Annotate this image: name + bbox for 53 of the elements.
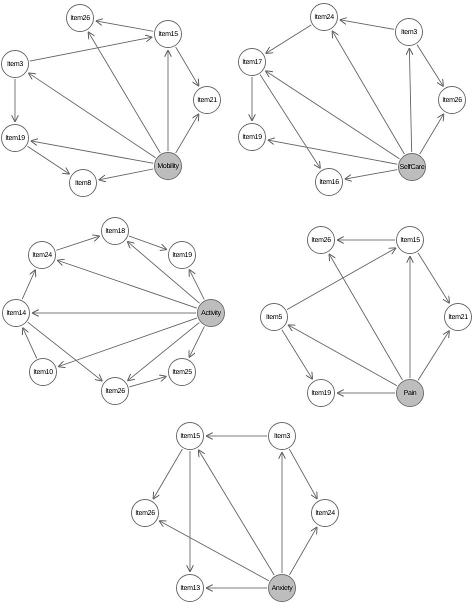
arrow — [406, 255, 414, 378]
arrow — [344, 169, 398, 182]
arrow — [328, 253, 403, 381]
arrow — [339, 17, 395, 30]
arrow — [186, 450, 194, 573]
arrow — [287, 324, 398, 386]
arrow — [56, 258, 198, 309]
arrow — [175, 113, 200, 154]
arrow — [332, 30, 405, 155]
arrow — [416, 44, 444, 87]
arrow — [58, 317, 198, 368]
arrow — [264, 70, 400, 160]
arrow — [248, 76, 256, 122]
arrow — [405, 47, 414, 152]
arrow — [27, 322, 103, 382]
arrow — [10, 78, 20, 123]
arrow — [126, 322, 200, 382]
arrow — [56, 234, 100, 251]
arrow — [98, 168, 154, 182]
arrow — [30, 138, 154, 164]
arrow — [286, 247, 397, 310]
arrow — [198, 449, 275, 576]
arrow — [336, 388, 396, 398]
arrow — [126, 240, 200, 304]
arrow — [128, 374, 168, 388]
arrow — [281, 329, 314, 380]
arrow — [31, 308, 196, 318]
arrow — [267, 137, 398, 165]
arrow — [419, 113, 444, 155]
arrow — [205, 584, 268, 592]
arrow — [22, 327, 38, 359]
arrow — [175, 46, 200, 87]
arrow — [28, 72, 156, 158]
arrow — [205, 432, 268, 440]
arrow — [188, 326, 205, 358]
arrow — [417, 252, 450, 304]
arrow — [164, 49, 172, 152]
arrow — [27, 146, 70, 175]
arrow — [29, 34, 153, 62]
arrow — [288, 448, 318, 500]
arrow — [152, 448, 183, 500]
arrow — [265, 24, 312, 54]
arrow — [88, 31, 161, 154]
arrow — [260, 74, 321, 170]
arrow — [288, 526, 318, 576]
arrow — [418, 330, 450, 381]
arrow — [336, 236, 396, 244]
arrow — [95, 18, 154, 32]
arrow — [188, 268, 205, 300]
arrow — [158, 520, 270, 582]
arrow — [278, 451, 286, 574]
arrow — [22, 269, 36, 300]
arrow — [128, 236, 168, 252]
